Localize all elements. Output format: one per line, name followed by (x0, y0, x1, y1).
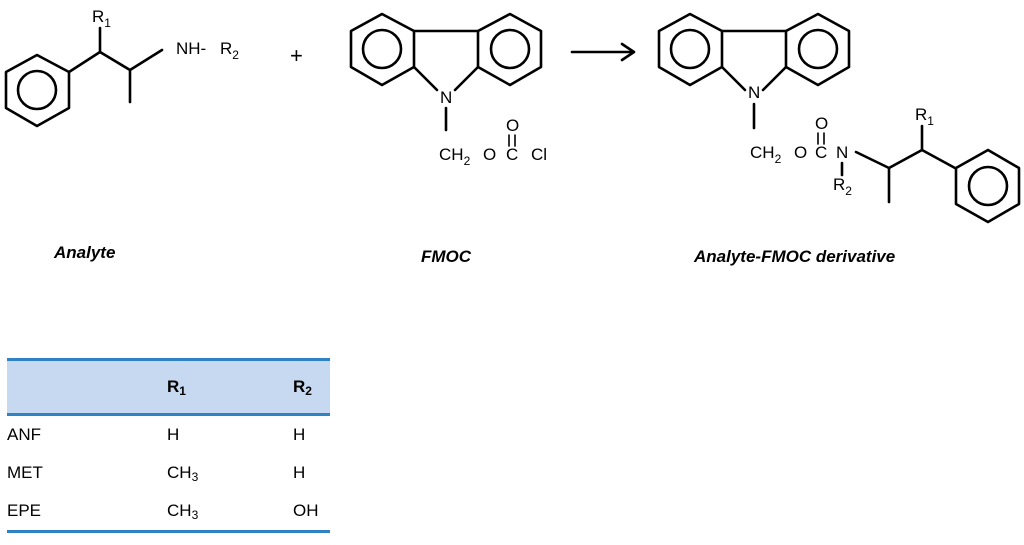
r1-value: CH3 (167, 462, 199, 484)
fmoc-n-bonds (412, 65, 439, 92)
fmoc-left-aromatic-circle (361, 28, 403, 70)
analyte-aromatic-circle (16, 69, 58, 111)
analyte-structure: R1 NH- R2 (4, 7, 239, 128)
product-o-link-label: O (794, 143, 807, 162)
product-right-ring (784, 12, 851, 87)
reaction-scheme: R1 NH- R2 + N CH2 O O C Cl N (4, 7, 1021, 224)
plus-sign: + (290, 43, 303, 68)
r2-value: OH (293, 492, 330, 533)
analyte-nh-label: NH- (176, 39, 206, 58)
product-r1-label: R1 (915, 105, 934, 128)
substituent-table: R1 R2 ANF H H MET CH3 H EPE CH3 OH (7, 358, 330, 533)
product-amide-n-label: N (836, 143, 848, 162)
fmoc-structure: N CH2 O O C Cl (349, 12, 547, 168)
fmoc-right-aromatic-circle (489, 28, 531, 70)
fmoc-n-label: N (440, 88, 452, 107)
product-structure: N CH2 O O C N R2 R1 (657, 12, 1021, 224)
table-row: EPE CH3 OH (7, 492, 330, 533)
analyte-r1-label: R1 (92, 7, 111, 30)
fmoc-o-link-label: O (483, 145, 496, 164)
analyte-chain-bonds (67, 48, 164, 74)
table-header-row: R1 R2 (7, 358, 330, 416)
header-r1: R1 (167, 358, 293, 416)
product-chain-bonds (854, 148, 957, 170)
product-benzene-ring (954, 148, 1021, 224)
reaction-arrow (570, 42, 636, 62)
fmoc-carbonyl-o-label: O (506, 116, 519, 135)
product-ring-n-label: N (748, 83, 760, 102)
analyte-r2-label: R2 (220, 39, 239, 62)
product-n-bond-left (720, 65, 747, 92)
fmoc-caption: FMOC (421, 247, 472, 266)
table-row: ANF H H (7, 415, 330, 455)
fmoc-cl-label: Cl (531, 145, 547, 164)
fmoc-c-label: C (506, 145, 518, 164)
r2-value: H (293, 463, 306, 482)
derivative-caption: Analyte-FMOC derivative (694, 247, 896, 266)
product-ch2-label: CH2 (750, 143, 782, 166)
r1-value: H (167, 424, 180, 444)
product-right-aromatic-circle (797, 28, 839, 70)
analyte-benzene-ring (4, 53, 71, 128)
fmoc-left-ring (349, 12, 416, 87)
product-left-ring (657, 12, 724, 87)
product-carbonyl-o-label: O (815, 114, 828, 133)
product-r2-label: R2 (833, 175, 852, 198)
product-n-bond-right (761, 65, 788, 92)
fmoc-right-ring (476, 12, 543, 87)
product-left-aromatic-circle (669, 28, 711, 70)
r2-value: H (293, 425, 306, 444)
header-r2: R2 (293, 358, 330, 416)
header-compound (7, 358, 167, 416)
analyte-caption: Analyte (54, 243, 116, 262)
r1-value: CH3 (167, 492, 293, 533)
fmoc-n-bonds-right (453, 65, 480, 92)
product-aromatic-circle (967, 165, 1009, 207)
compound-name: EPE (7, 492, 167, 533)
table-row: MET CH3 H (7, 454, 330, 492)
compound-name: MET (7, 463, 43, 482)
fmoc-ch2-label: CH2 (439, 145, 471, 168)
compound-name: ANF (7, 425, 41, 444)
product-c-label: C (815, 143, 827, 162)
